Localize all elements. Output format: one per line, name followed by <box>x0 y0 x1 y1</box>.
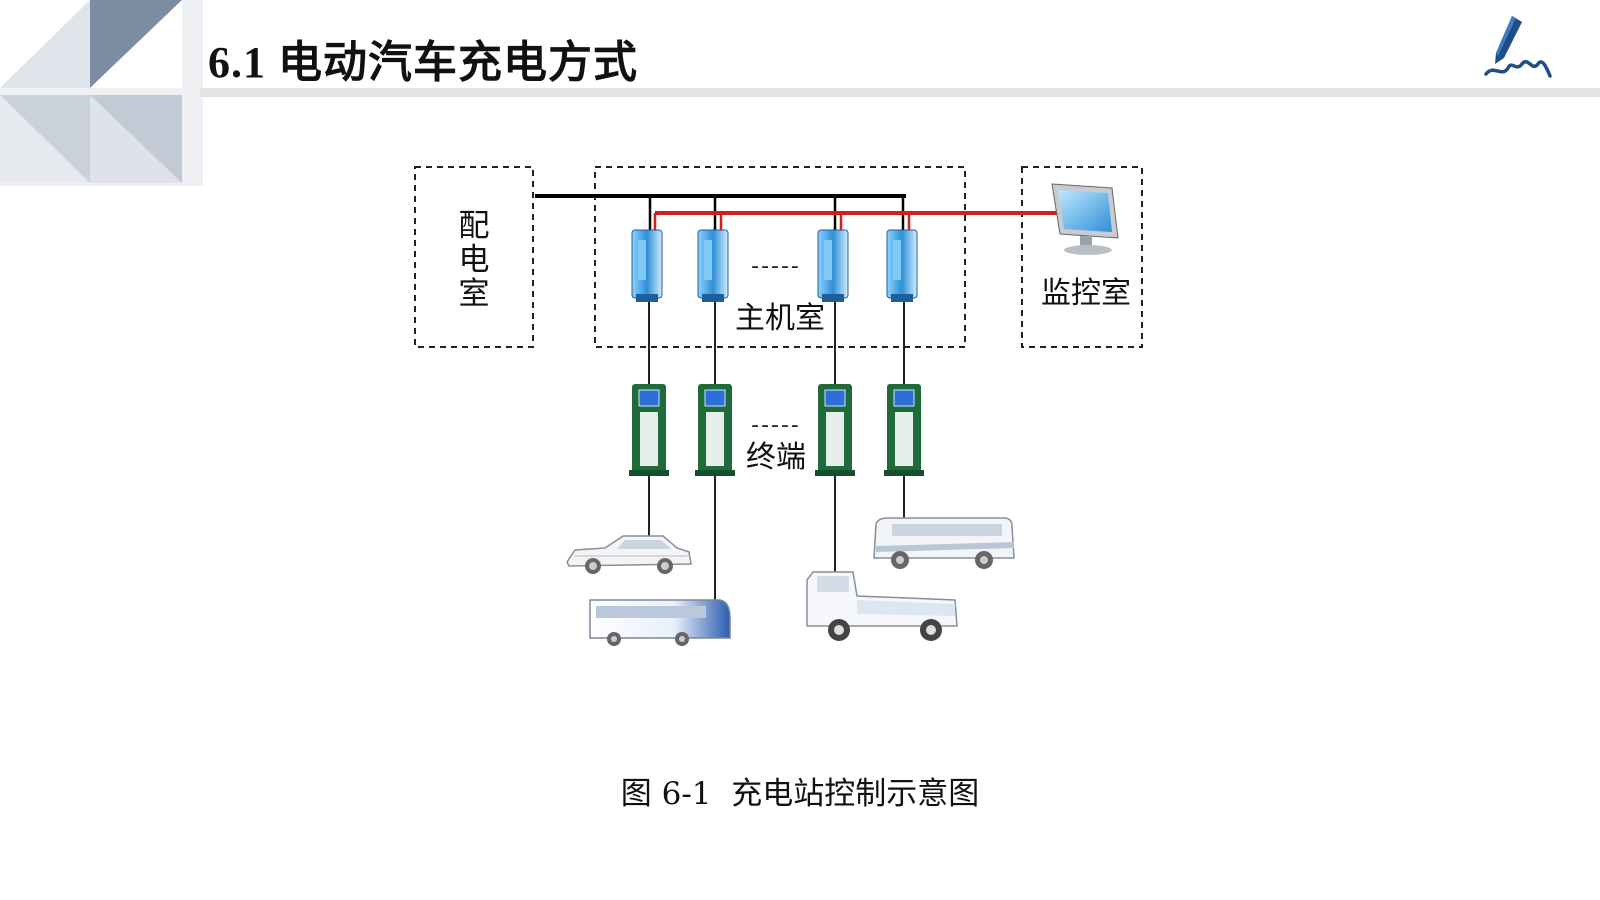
figure-number: 图 6-1 <box>620 776 712 812</box>
monitor-icon <box>1051 183 1119 255</box>
host-unit-icon <box>631 229 663 302</box>
host-room-label: 主机室 <box>735 301 825 336</box>
svg-text:电: 电 <box>459 242 490 278</box>
charging-pile-icon <box>884 384 924 476</box>
host-unit-icon <box>817 229 849 302</box>
van-icon <box>873 517 1015 569</box>
host-ellipsis: ----- <box>751 254 801 279</box>
car-icon <box>566 535 692 574</box>
charging-pile-icon <box>815 384 855 476</box>
terminal-ellipsis: ----- <box>751 413 801 438</box>
pen-logo-icon <box>1484 16 1552 78</box>
terminals-label: 终端 <box>746 440 806 475</box>
svg-text:室: 室 <box>459 276 490 312</box>
corner-triangle-decoration <box>0 0 203 186</box>
host-unit-icon <box>697 229 729 302</box>
monitoring-room-box <box>1021 166 1143 348</box>
charging-station-diagram: 配 电 室 ----- 主机室 监控室 <box>414 166 1143 646</box>
distribution-room-box <box>414 166 534 348</box>
title-underline <box>200 88 1600 97</box>
bus-icon <box>589 599 731 646</box>
charging-pile-icon <box>695 384 735 476</box>
distribution-room-label: 配 电 室 <box>459 208 490 312</box>
figure-caption: 图 6-1 充电站控制示意图 <box>0 768 1600 813</box>
svg-text:配: 配 <box>459 208 490 244</box>
monitoring-room-label: 监控室 <box>1041 276 1131 311</box>
slide-title: 6.1 电动汽车充电方式 <box>208 38 638 87</box>
charging-pile-icon <box>629 384 669 476</box>
host-unit-icon <box>886 229 918 302</box>
figure-caption-text: 充电站控制示意图 <box>731 776 980 812</box>
truck-icon <box>806 571 958 641</box>
